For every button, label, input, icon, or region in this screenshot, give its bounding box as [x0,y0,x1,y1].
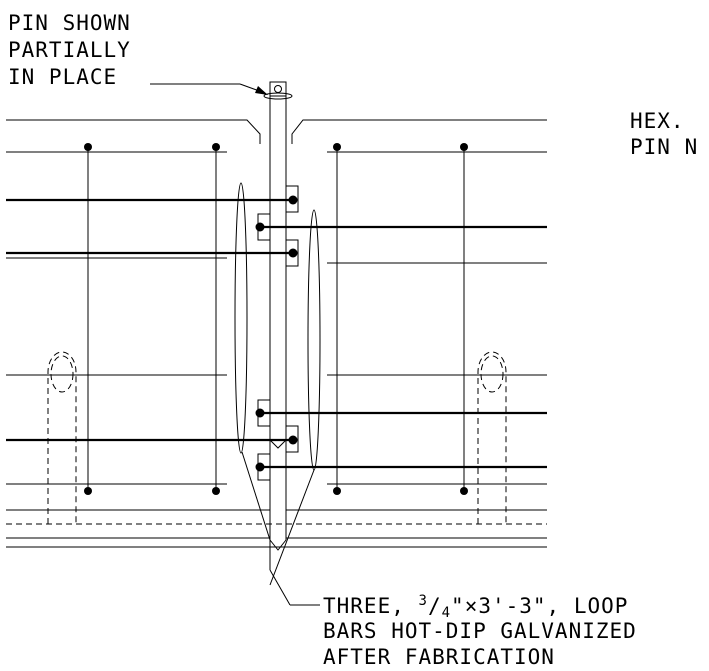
hidden-loop-right-eye [480,355,504,393]
pin-tip [269,539,287,551]
bar-dot [255,462,265,472]
bar-dot [460,143,468,151]
loop-bar-right [307,209,321,471]
pin-head [269,81,287,97]
knuckle-left-low [286,425,299,453]
loop-fraction-slash: / [428,594,442,618]
pin-leader-arrow [255,86,268,95]
hidden-loop-left [47,351,77,524]
bar-dot [288,248,298,258]
loop-label-line-2: BARS HOT-DIP GALVANIZED [323,619,637,643]
bar-dot [84,487,92,495]
pin-label-line-1: PIN SHOWN [8,11,131,35]
loop-leader-3 [269,569,291,606]
bar-dot [460,487,468,495]
pin-label-line-3: IN PLACE [8,65,117,89]
bar-dot [333,143,341,151]
hex-label-line-1: HEX. [630,109,685,133]
loop-label-part-a: THREE, [323,594,419,618]
loop-leader-2 [269,469,315,586]
knuckle-left-mid [286,239,299,267]
pin-label-line-2: PARTIALLY [8,38,131,62]
bar-dot [84,143,92,151]
bar-dot [288,195,298,205]
loop-label-line-3: AFTER FABRICATION [323,645,555,669]
hidden-loop-right [477,351,507,524]
bar-dot [255,408,265,418]
loop-bar-left [234,182,248,454]
hex-label-line-2: PIN N [630,135,698,159]
bar-dot [212,143,220,151]
loop-label-line-1: THREE, 3/4"×3'-3", LOOP [323,593,628,621]
loop-leader-1 [241,451,271,541]
bar-dot [333,487,341,495]
knuckle-v-notch [269,439,287,449]
bar-dot [288,435,298,445]
loop-label-part-b: "×3'-3", LOOP [451,594,628,618]
top-slab-left-edge [6,119,261,144]
knuckle-left-top [286,185,299,213]
hidden-loop-left-eye [50,355,74,393]
top-slab-right-edge [291,119,547,144]
bar-dot [255,222,265,232]
pin-eye [274,85,282,93]
loop-fraction-denominator: 4 [442,605,451,621]
bar-dot [212,487,220,495]
loop-fraction-numerator: 3 [419,593,428,609]
